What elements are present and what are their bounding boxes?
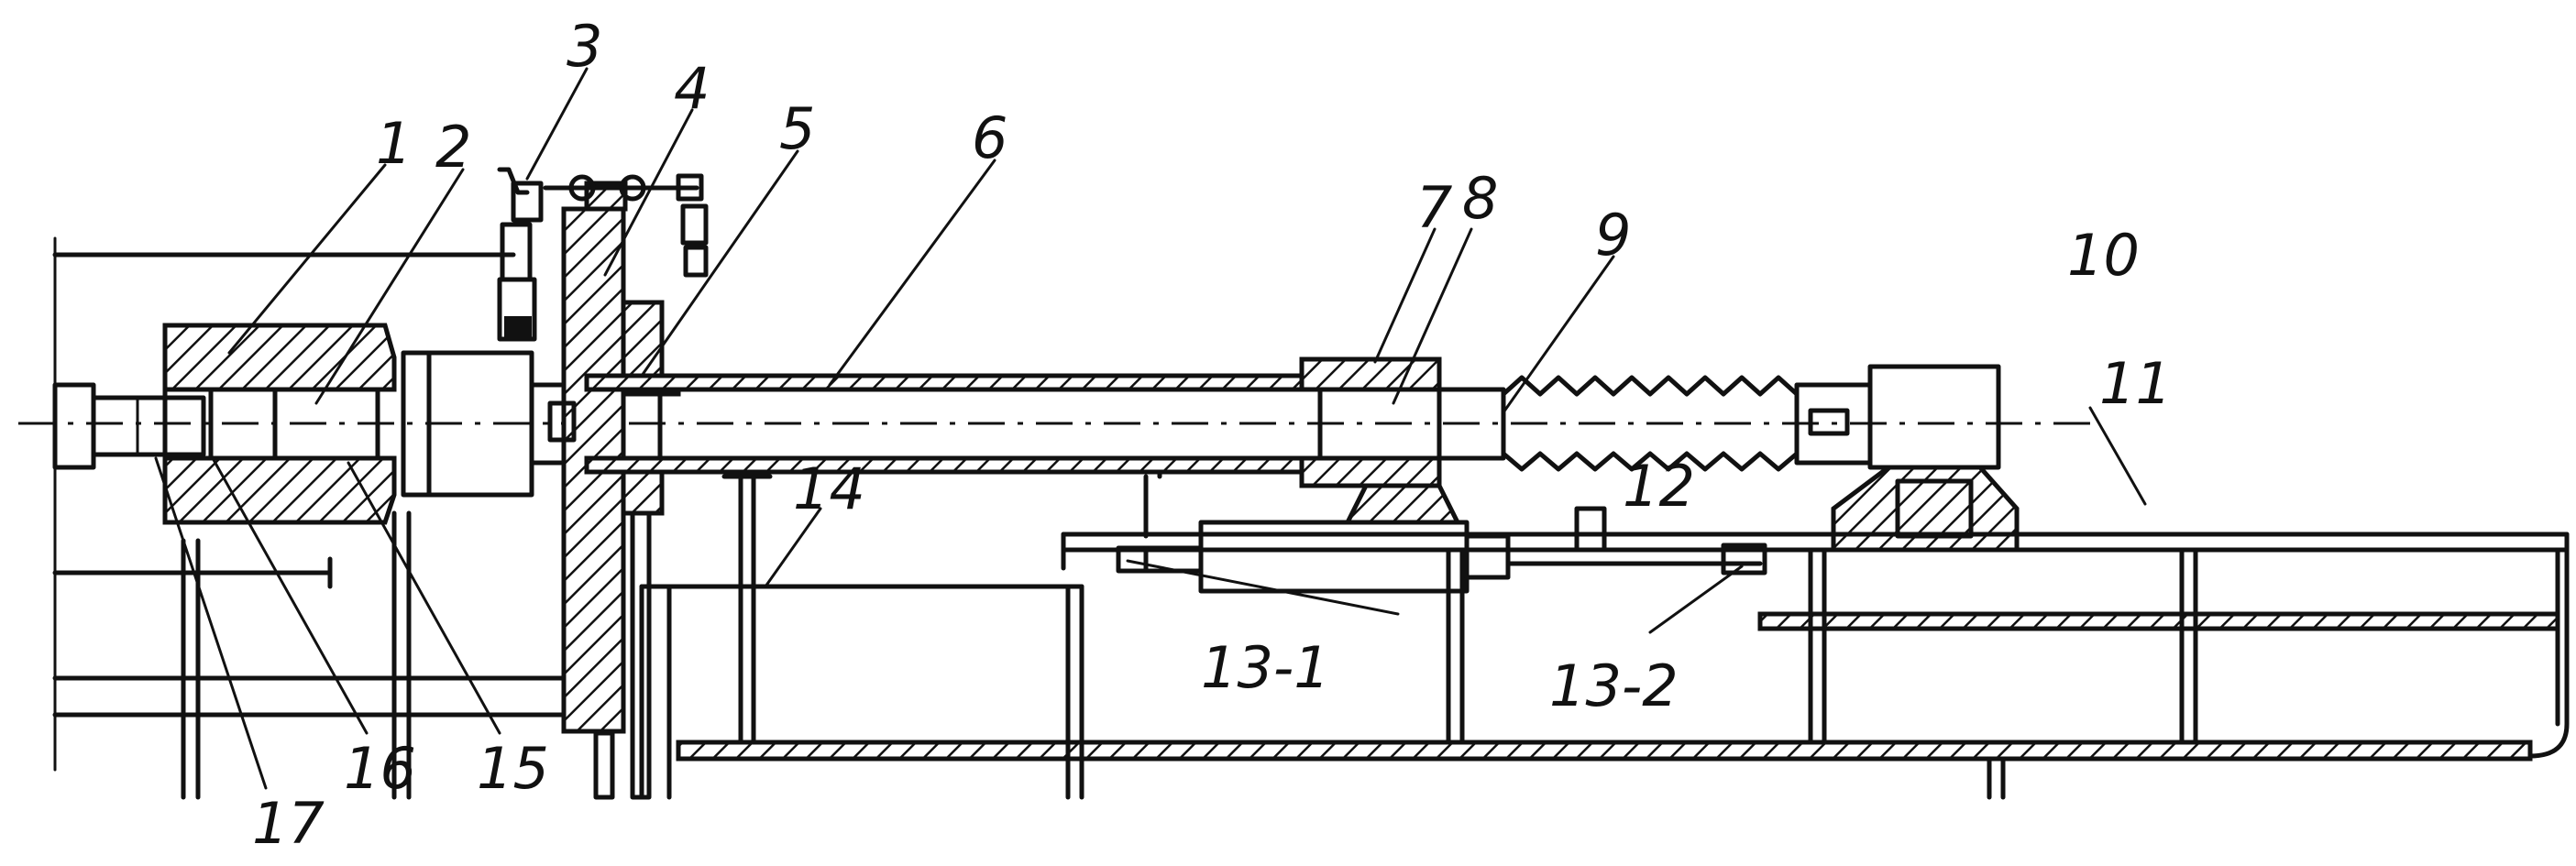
- callout-3: 3: [567, 13, 602, 80]
- callout-1: 1: [376, 110, 412, 177]
- callout-7: 7: [1416, 174, 1452, 241]
- callout-5: 5: [779, 95, 815, 162]
- coupling: [401, 350, 564, 498]
- part-11-bed: [676, 532, 2570, 762]
- part-1-housing: [162, 323, 397, 525]
- callout-15: 15: [477, 735, 549, 802]
- leader-lines: [154, 67, 2147, 790]
- cylinder: [1116, 469, 1767, 594]
- callout-13-1: 13-1: [1201, 634, 1330, 701]
- part-7-8-collar: [1299, 356, 1462, 525]
- left-frame: [52, 236, 571, 800]
- part-14-post: [721, 474, 773, 745]
- callout-6: 6: [972, 104, 1007, 171]
- callout-10: 10: [2067, 222, 2140, 289]
- part-9-bellows: [1437, 375, 1873, 472]
- callout-8: 8: [1462, 165, 1498, 232]
- callout-16: 16: [344, 735, 416, 802]
- callout-13-2: 13-2: [1549, 652, 1679, 719]
- part-17-shaft: [52, 382, 206, 470]
- callout-12: 12: [1623, 453, 1695, 520]
- callout-2: 2: [435, 114, 471, 181]
- callout-11: 11: [2099, 350, 2172, 417]
- callout-14: 14: [793, 455, 865, 522]
- part-4-plate: [561, 181, 665, 800]
- frame-legs: [639, 547, 2198, 800]
- callout-17: 17: [252, 790, 325, 857]
- part-3-chain: [497, 167, 709, 342]
- callout-4: 4: [674, 55, 710, 122]
- callout-labels: 1 2 3 4 5 6 7 8 9 10 11 12 13-1 13-2 14 …: [252, 13, 2172, 857]
- callout-9: 9: [1595, 202, 1631, 269]
- part-10-slider: [1831, 364, 2020, 553]
